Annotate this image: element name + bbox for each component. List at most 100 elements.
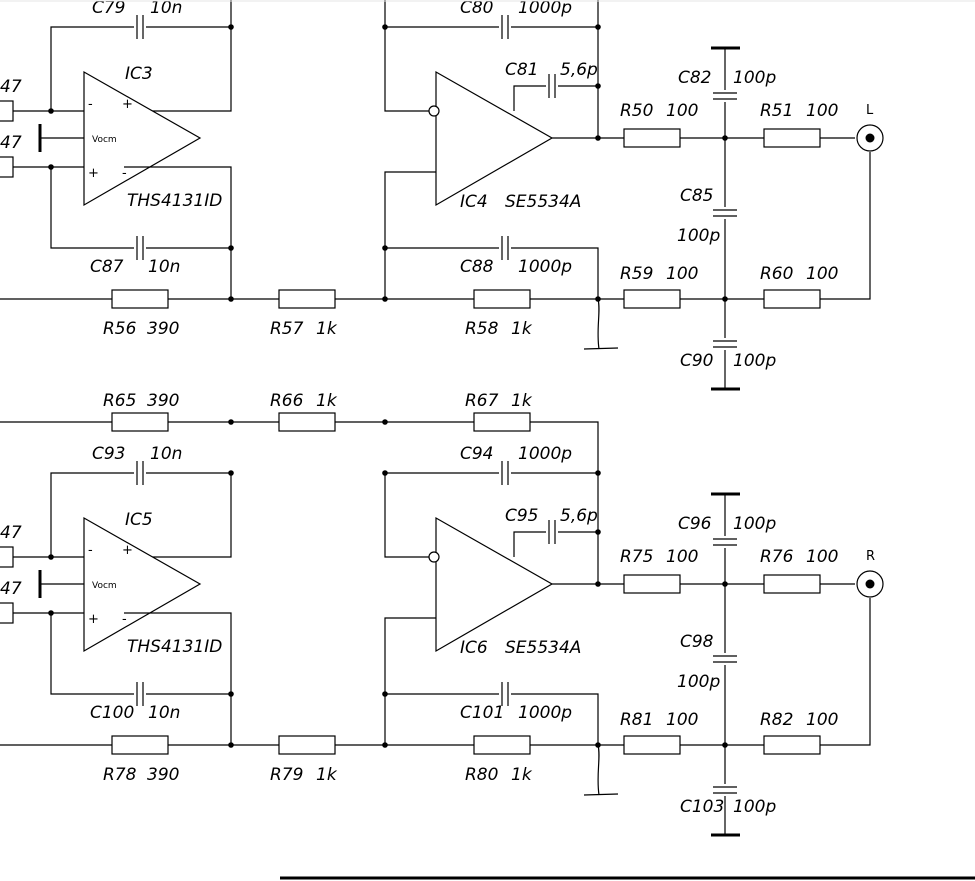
ic-label: IC6 (460, 638, 488, 658)
component-value: 1k (511, 765, 533, 785)
component-label: C90 (680, 351, 714, 371)
pin-minus: - (88, 97, 93, 112)
junction-dot (595, 83, 601, 89)
top-rail (0, 421, 599, 473)
capacitor-gap (134, 460, 146, 486)
capacitor-gap (712, 536, 738, 548)
component-label: C88 (460, 257, 494, 277)
capacitor-gap (546, 519, 558, 545)
output-bot (620, 598, 871, 746)
opamp (435, 70, 554, 207)
wire (124, 612, 232, 694)
opamp (435, 516, 554, 653)
component-label: R76 (760, 547, 794, 567)
junction-dot (595, 24, 601, 30)
pin-minus: - (122, 612, 127, 627)
capacitor-gap (134, 235, 146, 261)
component-value: 100p (677, 226, 720, 246)
component-value: 1k (316, 391, 338, 411)
diff-amp (83, 516, 202, 653)
input-resistor (0, 100, 14, 122)
component-label: C87 (90, 257, 124, 277)
wire (384, 171, 436, 299)
component-value: 100p (733, 514, 776, 534)
resistor (278, 289, 336, 309)
component-label: C82 (678, 68, 712, 88)
resistor (763, 128, 821, 148)
capacitor-gap (499, 460, 511, 486)
component-value: 390 (147, 765, 179, 785)
input-resistor (0, 602, 14, 624)
ic-label: IC3 (125, 64, 153, 84)
component-value: 100 (806, 547, 838, 567)
component-label: R81 (620, 710, 653, 730)
component-value: 1k (316, 765, 338, 785)
junction-dot (228, 419, 234, 425)
component-value: 390 (147, 319, 179, 339)
component-value: 100 (666, 710, 698, 730)
component-value: 1000p (518, 0, 572, 18)
component-label: R78 (103, 765, 137, 785)
junction-dot (228, 470, 234, 476)
component-label: R66 (270, 391, 304, 411)
input-resistor (0, 546, 14, 568)
component-value: 1000p (518, 257, 572, 277)
wire (384, 27, 430, 112)
fb-big-bot (385, 247, 599, 299)
component-value: 10n (148, 703, 180, 723)
resistor (473, 289, 531, 309)
component-label: R51 (760, 101, 793, 121)
connector-pin (865, 579, 875, 589)
wire (384, 617, 436, 745)
junction-dot (382, 419, 388, 425)
component-value: 47 (0, 77, 22, 97)
ic-label: IC4 (460, 192, 488, 212)
component-label: R75 (620, 547, 653, 567)
component-value: 100 (666, 101, 698, 121)
component-label: R56 (103, 319, 137, 339)
resistor (623, 574, 681, 594)
ground-wire (597, 298, 600, 350)
pin-minus: - (122, 166, 127, 181)
connector-pin (865, 133, 875, 143)
component-label: R58 (465, 319, 499, 339)
capacitor-gap (712, 207, 738, 219)
component-value: 100p (733, 797, 776, 817)
component-label: R57 (270, 319, 304, 339)
diff-amp (83, 70, 202, 207)
component-label: C81 (505, 60, 539, 80)
ic-part: SE5534A (505, 638, 581, 658)
component-value: 10n (150, 0, 182, 18)
resistor (473, 735, 531, 755)
junction-dot (595, 470, 601, 476)
fb-bot-loop (50, 167, 231, 249)
junction-dot (382, 742, 388, 748)
inverting-bubble (428, 551, 440, 563)
connector-label: L (866, 103, 874, 118)
resistor (278, 412, 336, 432)
capacitor-gap (712, 784, 738, 796)
component-value: 100p (677, 672, 720, 692)
component-value: 47 (0, 579, 22, 599)
junction-dot (595, 529, 601, 535)
inverting-bubble (428, 105, 440, 117)
resistor (473, 412, 531, 432)
wire (384, 473, 430, 558)
ground-symbol (583, 793, 619, 796)
capacitor-gap (712, 338, 738, 350)
fb-bot-loop (50, 613, 231, 695)
component-value: 100p (733, 351, 776, 371)
resistor (623, 735, 681, 755)
resistor (763, 289, 821, 309)
component-label: C100 (90, 703, 134, 723)
component-label: R60 (760, 264, 793, 284)
capacitor-gap (134, 14, 146, 40)
capacitor-gap (134, 681, 146, 707)
resistor (111, 735, 169, 755)
component-value: 1000p (518, 703, 572, 723)
component-value: 10n (150, 444, 182, 464)
fb-big-bot (385, 693, 599, 745)
